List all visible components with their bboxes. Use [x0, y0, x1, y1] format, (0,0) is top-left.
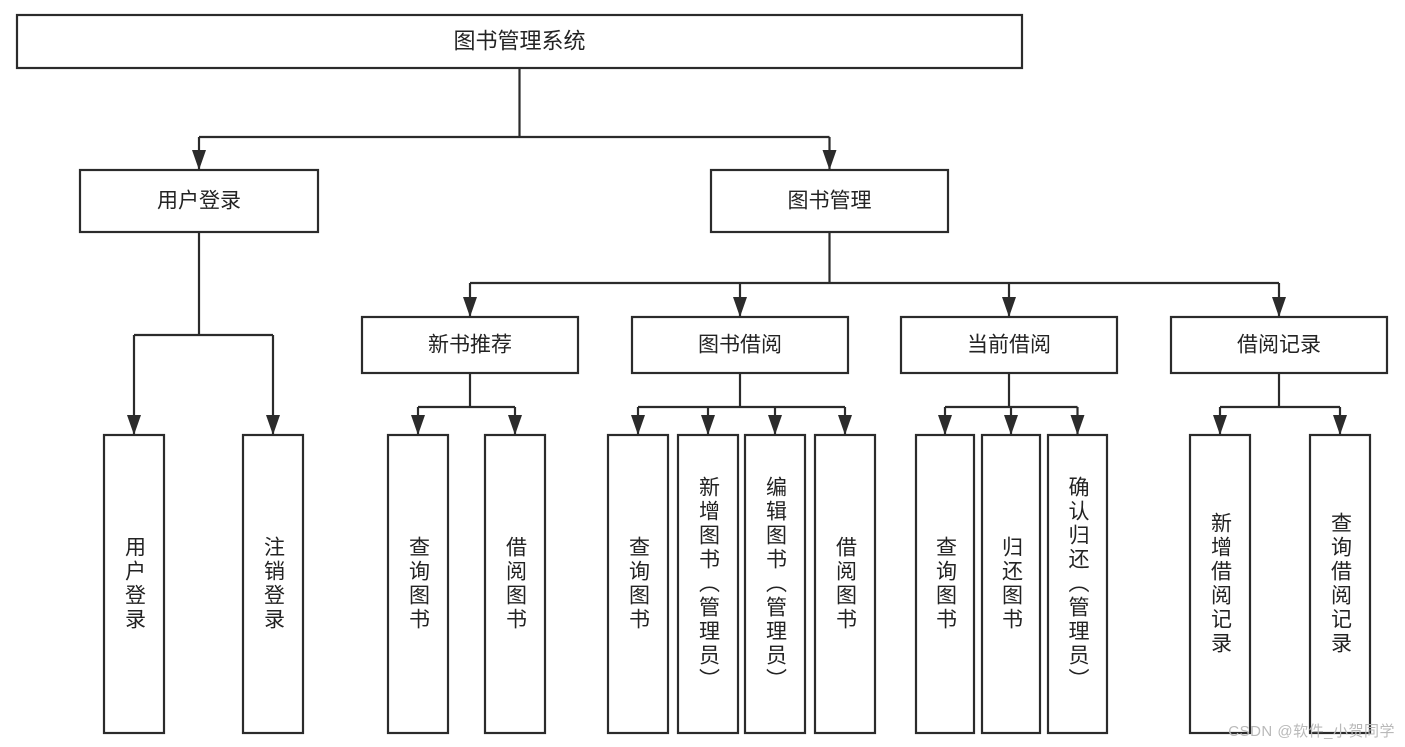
- arrow-head-icon: [192, 150, 206, 170]
- arrow-head-icon: [838, 415, 852, 435]
- node-box-current-borrow[interactable]: [899, 315, 1119, 375]
- watermark-text: CSDN @软件_小贺同学: [1228, 723, 1395, 740]
- node-box-leaf-add-record[interactable]: [1188, 433, 1252, 735]
- arrow-head-icon: [1213, 415, 1227, 435]
- node-label: 当前借阅: [967, 334, 1051, 357]
- node-box-leaf-query-book-1[interactable]: [386, 433, 450, 735]
- node-box-user-login[interactable]: [78, 168, 320, 234]
- arrow-head-icon: [701, 415, 715, 435]
- arrow-head-icon: [938, 415, 952, 435]
- arrow-head-icon: [1070, 415, 1085, 435]
- arrow-head-icon: [463, 297, 477, 317]
- connectors-layer: [127, 68, 1347, 435]
- arrow-head-icon: [1272, 297, 1286, 317]
- arrow-head-icon: [508, 415, 522, 435]
- node-box-leaf-return-book[interactable]: [980, 433, 1042, 735]
- arrow-head-icon: [733, 297, 747, 317]
- arrow-head-icon: [411, 415, 425, 435]
- node-label: 用户登录: [157, 190, 241, 213]
- arrow-head-icon: [127, 415, 141, 435]
- node-label: 借阅记录: [1237, 334, 1321, 357]
- node-label: 图书借阅: [698, 334, 782, 357]
- node-box-book-borrow[interactable]: [630, 315, 850, 375]
- node-box-leaf-query-book-2[interactable]: [606, 433, 670, 735]
- arrow-head-icon: [768, 415, 782, 435]
- node-box-borrow-record[interactable]: [1169, 315, 1389, 375]
- node-box-leaf-borrow-book-2[interactable]: [813, 433, 877, 735]
- arrow-head-icon: [631, 415, 645, 435]
- node-box-leaf-borrow-book-1[interactable]: [483, 433, 547, 735]
- node-box-new-book-rec[interactable]: [360, 315, 580, 375]
- node-box-book-manage[interactable]: [709, 168, 950, 234]
- arrow-head-icon: [1333, 415, 1347, 435]
- arrow-head-icon: [266, 415, 280, 435]
- node-label: 图书管理: [788, 190, 872, 213]
- node-box-leaf-query-record[interactable]: [1308, 433, 1372, 735]
- node-box-leaf-edit-book[interactable]: [743, 433, 807, 735]
- node-box-leaf-add-book[interactable]: [676, 433, 740, 735]
- node-box-root[interactable]: [15, 13, 1024, 70]
- node-box-leaf-user-login[interactable]: [102, 433, 166, 735]
- arrow-head-icon: [1002, 297, 1016, 317]
- node-box-leaf-confirm-return[interactable]: [1046, 433, 1109, 735]
- arrow-head-icon: [822, 150, 837, 170]
- arrow-head-icon: [1004, 415, 1018, 435]
- node-label: 图书管理系统: [453, 28, 585, 53]
- node-label: 新书推荐: [428, 334, 512, 357]
- node-box-leaf-logout[interactable]: [241, 433, 305, 735]
- node-box-leaf-query-book-3[interactable]: [914, 433, 976, 735]
